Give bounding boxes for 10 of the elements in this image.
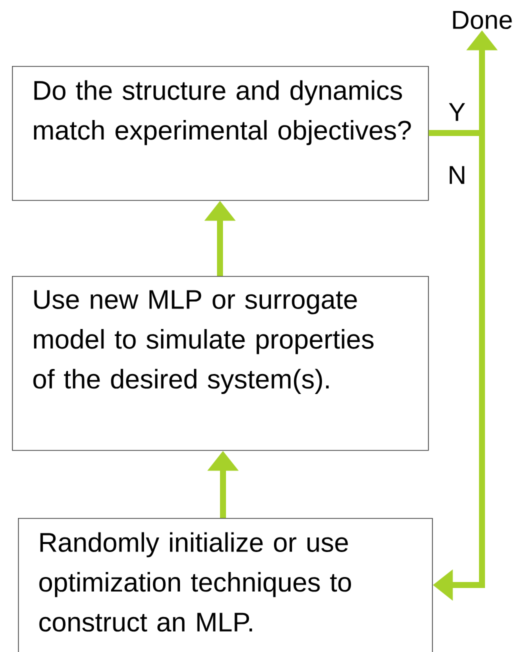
arrow <box>428 130 485 601</box>
edge-label: N <box>446 165 468 185</box>
end-label: Done <box>453 10 512 30</box>
process-box <box>12 276 429 451</box>
box-text: Use new MLP or surrogate model to simulate properties of the desired system(s). <box>33 290 374 394</box>
box-text: Do the structure and dynamics match experimental objectives? <box>34 80 411 146</box>
box-text: Randomly initialize or use optimization techniques to construct an MLP. <box>39 532 351 632</box>
edge-label: Y <box>447 102 467 122</box>
process-box <box>18 518 433 652</box>
process-box <box>12 66 429 201</box>
